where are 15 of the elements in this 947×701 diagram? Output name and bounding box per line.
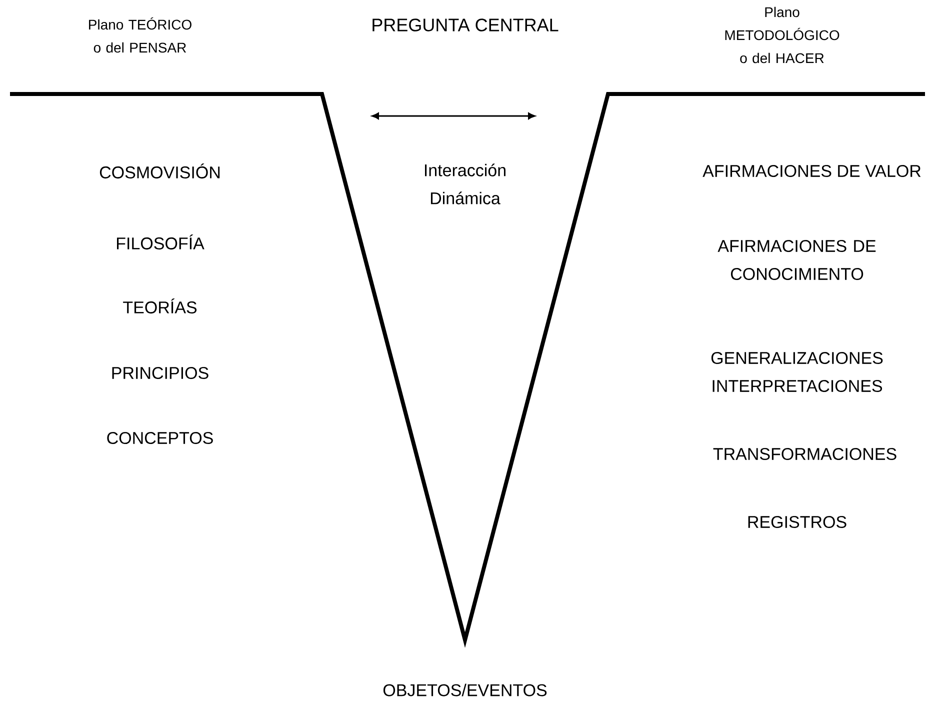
theory-term: COSMOVISIÓN: [100, 164, 220, 178]
interaction-label: Interacción Dinámica: [425, 164, 506, 204]
plane-heading: Plano TEÓRICO o del PENSAR: [89, 17, 192, 53]
plane-heading: Plano METODOLÓGICO o del HACER: [725, 6, 840, 64]
theory-term: FILOSOFÍA: [117, 234, 204, 250]
base-label: OBJETOS/EVENTOS: [383, 684, 547, 696]
theory-term: TEORÍAS: [123, 298, 197, 314]
theory-term: CONCEPTOS: [107, 432, 213, 444]
method-term: REGISTROS: [748, 516, 846, 528]
method-term: AFIRMACIONES DE VALOR: [702, 164, 921, 178]
method-term: TRANSFORMACIONES: [713, 448, 896, 460]
theory-term: PRINCIPIOS: [112, 366, 208, 380]
central-question: PREGUNTA CENTRAL: [372, 18, 558, 32]
method-term: GENERALIZACIONES INTERPRETACIONES: [711, 352, 883, 392]
method-term: AFIRMACIONES DE CONOCIMIENTO: [718, 240, 876, 280]
